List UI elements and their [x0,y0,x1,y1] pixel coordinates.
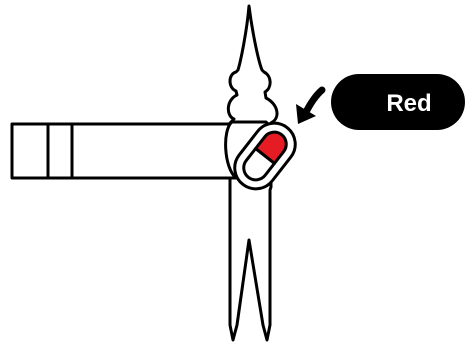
callout-label: Red [386,90,431,117]
callout-badge: Red [331,74,465,130]
device-arm [12,124,240,178]
curved-arrow-icon [296,90,322,124]
